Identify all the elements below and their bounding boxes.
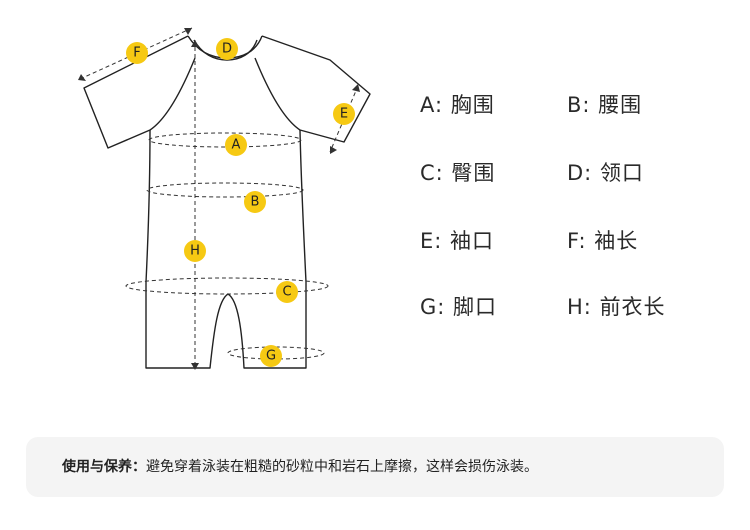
legend-c: C: 臀围	[420, 161, 496, 185]
svg-text:A: A	[232, 138, 241, 153]
measurement-guides	[77, 27, 359, 368]
marker-c: C	[276, 281, 298, 303]
svg-text:F: F	[133, 46, 140, 61]
marker-f: F	[126, 42, 148, 64]
guide-waist	[146, 182, 304, 198]
arrowheads	[78, 28, 360, 370]
legend-e: E: 袖口	[420, 229, 495, 253]
svg-text:E: E	[340, 107, 348, 122]
care-note-box: 使用与保养：避免穿着泳装在粗糙的砂粒中和岩石上摩擦，这样会损伤泳装。	[26, 437, 724, 497]
svg-text:B: B	[251, 195, 260, 210]
svg-text:C: C	[282, 285, 291, 300]
legend-g: G: 脚口	[420, 295, 498, 319]
marker-e: E	[333, 103, 355, 125]
care-note: 使用与保养：避免穿着泳装在粗糙的砂粒中和岩石上摩擦，这样会损伤泳装。	[62, 437, 538, 497]
marker-d: D	[216, 38, 238, 60]
swimsuit-outline	[83, 35, 371, 369]
legend-h: H: 前衣长	[567, 295, 666, 319]
marker-b: B	[244, 191, 266, 213]
svg-text:D: D	[222, 42, 232, 57]
legend-a: A: 胸围	[420, 93, 495, 117]
care-label: 使用与保养：	[62, 459, 146, 475]
guide-hip	[125, 277, 329, 295]
svg-text:G: G	[266, 349, 276, 364]
marker-g: G	[260, 345, 282, 367]
legend-d: D: 领口	[567, 161, 644, 185]
marker-h: H	[184, 240, 206, 262]
care-text: 避免穿着泳装在粗糙的砂粒中和岩石上摩擦，这样会损伤泳装。	[146, 459, 538, 475]
marker-a: A	[225, 134, 247, 156]
guide-chest	[148, 132, 302, 148]
legend-b: B: 腰围	[567, 93, 643, 117]
legend-f: F: 袖长	[567, 229, 639, 253]
svg-text:H: H	[190, 244, 200, 259]
